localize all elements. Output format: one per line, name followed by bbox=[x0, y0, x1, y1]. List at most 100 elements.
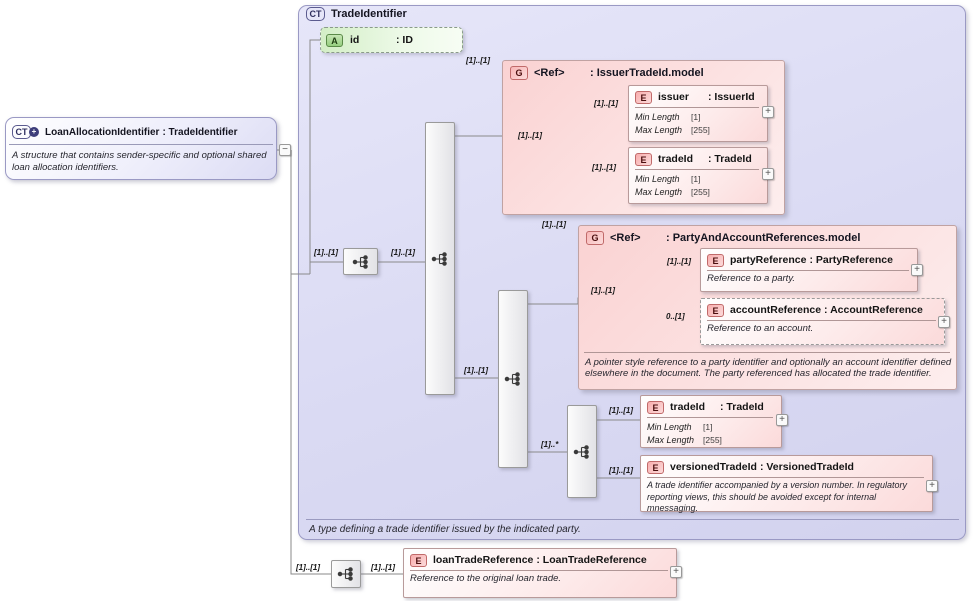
element-loan-trade-reference[interactable]: E loanTradeReference: LoanTradeReference… bbox=[403, 548, 677, 598]
element-trade-id[interactable]: E tradeId: TradeId Min Length[1] Max Len… bbox=[640, 395, 782, 448]
divider bbox=[306, 519, 959, 520]
trade-identifier-header: CT TradeIdentifier bbox=[306, 7, 407, 21]
expand-button[interactable]: + bbox=[776, 414, 788, 426]
element-description: A trade identifier accompanied by a vers… bbox=[647, 480, 907, 514]
divider bbox=[9, 144, 273, 145]
cardinality-label: [1]..[1] bbox=[391, 248, 415, 257]
trade-identifier-title: TradeIdentifier bbox=[331, 8, 407, 20]
cardinality-label: [1]..[1] bbox=[314, 248, 338, 257]
trade-identifier-annotation: A type defining a trade identifier issue… bbox=[309, 524, 581, 535]
group-type: : PartyAndAccountReferences.model bbox=[666, 232, 861, 244]
sequence-compositor[interactable] bbox=[425, 122, 455, 395]
cardinality-label: [1]..[1] bbox=[371, 563, 395, 572]
attribute-type: : ID bbox=[396, 34, 413, 46]
element-icon: E bbox=[707, 303, 724, 317]
expand-button[interactable]: + bbox=[926, 480, 938, 492]
sequence-icon bbox=[504, 372, 520, 386]
facet-min-length-value: [1] bbox=[703, 422, 713, 432]
divider bbox=[635, 107, 759, 108]
element-icon: E bbox=[410, 553, 427, 567]
divider bbox=[635, 169, 759, 170]
extension-plus-icon: + bbox=[29, 127, 39, 137]
expand-button[interactable]: + bbox=[670, 566, 682, 578]
facet-max-length-value: [255] bbox=[691, 187, 710, 197]
loan-allocation-identifier-description: A structure that contains sender-specifi… bbox=[12, 150, 267, 174]
element-name: accountReference bbox=[730, 304, 822, 316]
element-icon: E bbox=[635, 152, 652, 166]
cardinality-label: [1]..[1] bbox=[464, 366, 488, 375]
attribute-id-box[interactable]: A id: ID bbox=[320, 27, 463, 53]
cardinality-label: [1]..[1] bbox=[518, 131, 542, 140]
element-type: : TradeId bbox=[720, 401, 764, 413]
element-description: Reference to the original loan trade. bbox=[410, 573, 562, 584]
cardinality-label: [1]..* bbox=[541, 440, 559, 449]
element-description: Reference to an account. bbox=[707, 323, 814, 334]
element-type: : PartyReference bbox=[809, 254, 893, 266]
group-description: A pointer style reference to a party ide… bbox=[585, 357, 952, 379]
divider bbox=[647, 417, 773, 418]
sequence-compositor[interactable] bbox=[343, 248, 378, 275]
element-party-reference[interactable]: E partyReference: PartyReference Referen… bbox=[700, 248, 918, 292]
facet-min-length-label: Min Length bbox=[647, 422, 692, 432]
element-versioned-trade-id[interactable]: E versionedTradeId: VersionedTradeId A t… bbox=[640, 455, 933, 514]
facet-min-length-label: Min Length bbox=[635, 112, 680, 122]
cardinality-label: [1]..[1] bbox=[609, 406, 633, 415]
sequence-icon bbox=[352, 254, 368, 269]
facet-min-length-value: [1] bbox=[691, 174, 701, 184]
cardinality-label: 0..[1] bbox=[666, 312, 685, 321]
element-name: tradeId bbox=[670, 401, 706, 413]
group-ref-label: <Ref> bbox=[534, 67, 565, 79]
element-account-reference[interactable]: E accountReference: AccountReference Ref… bbox=[700, 298, 945, 345]
complex-type-icon: CT bbox=[306, 7, 325, 21]
complex-type-extension-icon: CT+ bbox=[12, 125, 39, 139]
loan-allocation-identifier-type: : TradeIdentifier bbox=[162, 126, 238, 138]
element-type: : VersionedTradeId bbox=[759, 461, 854, 473]
divider bbox=[584, 352, 950, 353]
element-type: : TradeId bbox=[708, 153, 752, 165]
group-ref-label: <Ref> bbox=[610, 232, 641, 244]
expand-button[interactable]: + bbox=[911, 264, 923, 276]
expand-button[interactable]: + bbox=[938, 316, 950, 328]
cardinality-label: [1]..[1] bbox=[542, 220, 566, 229]
element-issuer[interactable]: E issuer: IssuerId Min Length[1] Max Len… bbox=[628, 85, 768, 142]
facet-min-length-label: Min Length bbox=[635, 174, 680, 184]
expand-button[interactable]: + bbox=[762, 168, 774, 180]
element-type: : IssuerId bbox=[708, 91, 755, 103]
element-name: versionedTradeId bbox=[670, 461, 757, 473]
element-icon: E bbox=[647, 460, 664, 474]
element-type: : LoanTradeReference bbox=[536, 554, 647, 566]
element-name: issuer bbox=[658, 91, 689, 103]
cardinality-label: [1]..[1] bbox=[466, 56, 490, 65]
sequence-icon bbox=[431, 251, 447, 266]
facet-min-length-value: [1] bbox=[691, 112, 701, 122]
element-trade-id-grouped[interactable]: E tradeId : TradeId Min Length [1] Max Len… bbox=[628, 147, 768, 204]
element-name: loanTradeReference bbox=[433, 554, 534, 566]
element-icon: E bbox=[707, 253, 724, 267]
sequence-compositor[interactable] bbox=[498, 290, 528, 468]
element-name: partyReference bbox=[730, 254, 807, 266]
cardinality-label: [1]..[1] bbox=[592, 163, 616, 172]
loan-allocation-identifier-box[interactable]: CT+ LoanAllocationIdentifier: TradeIdent… bbox=[5, 117, 277, 180]
cardinality-label: [1]..[1] bbox=[594, 99, 618, 108]
divider bbox=[410, 570, 668, 571]
loan-allocation-identifier-name: LoanAllocationIdentifier bbox=[45, 126, 160, 138]
element-description: Reference to a party. bbox=[707, 273, 796, 284]
cardinality-label: [1]..[1] bbox=[609, 466, 633, 475]
cardinality-label: [1]..[1] bbox=[667, 257, 691, 266]
facet-max-length-label: Max Length bbox=[647, 435, 695, 445]
sequence-icon bbox=[573, 444, 589, 459]
sequence-icon bbox=[337, 567, 353, 581]
sequence-compositor[interactable] bbox=[331, 560, 361, 588]
facet-max-length-label: Max Length bbox=[635, 187, 683, 197]
element-icon: E bbox=[635, 90, 652, 104]
divider bbox=[647, 477, 924, 478]
facet-max-length-value: [255] bbox=[691, 125, 710, 135]
group-icon: G bbox=[510, 66, 528, 80]
group-type: : IssuerTradeId.model bbox=[590, 67, 704, 79]
group-icon: G bbox=[586, 231, 604, 245]
sequence-compositor[interactable] bbox=[567, 405, 597, 498]
element-name: tradeId bbox=[658, 153, 694, 165]
collapse-button[interactable]: − bbox=[279, 144, 291, 156]
expand-button[interactable]: + bbox=[762, 106, 774, 118]
cardinality-label: [1]..[1] bbox=[591, 286, 615, 295]
